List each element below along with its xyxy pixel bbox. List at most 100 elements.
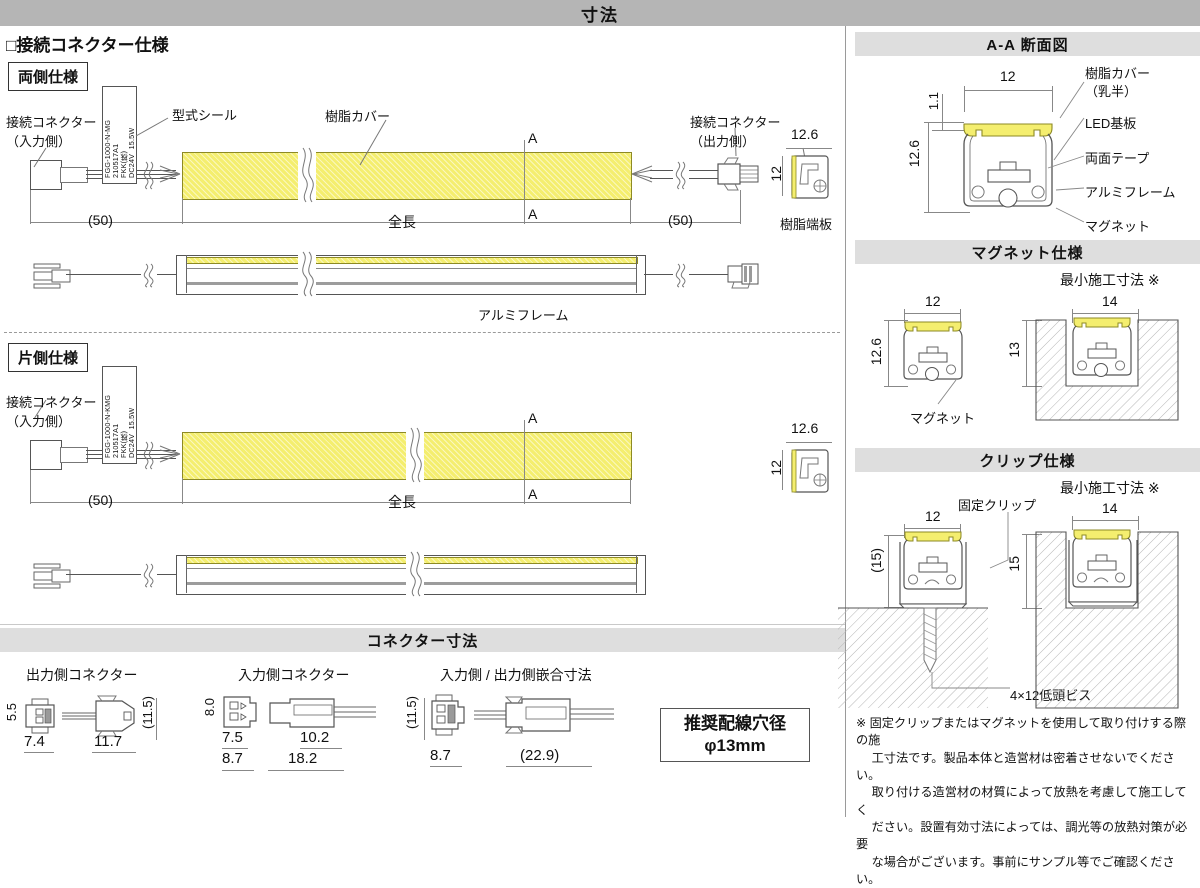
left-section-heading: □接続コネクター仕様	[6, 36, 169, 55]
callout-double-tape-aa: 両面テープ	[1085, 151, 1150, 166]
mated-connector-front-view	[431, 694, 465, 736]
cable-funnel-left	[159, 165, 181, 183]
side-connector-single	[33, 563, 71, 589]
connector-group-3-title: 入力側 / 出力側嵌合寸法	[440, 667, 592, 683]
dimline-lead-in-both	[30, 222, 182, 223]
clip-profile-surface	[838, 531, 988, 708]
recommended-hole-line2: φ13mm	[704, 736, 766, 755]
section-line-a-single	[524, 420, 525, 504]
dim-in-8-0: 8.0	[202, 698, 217, 717]
dim-aa-12-tick-r	[1052, 86, 1053, 112]
frame-cap-left-single	[186, 555, 187, 593]
dim-out-7-4: 7.4	[24, 733, 45, 750]
dim-out-11-5: (11.5)	[140, 696, 155, 729]
dim-aa-12-6: 12.6	[906, 140, 922, 168]
dimtick-lead-in-r	[182, 198, 183, 224]
dimtick-total-r-single	[630, 478, 631, 504]
dim-out-5-5: 5.5	[4, 703, 19, 722]
callout-alum-frame-aa: アルミフレーム	[1085, 185, 1176, 200]
input-connector-boot-single	[60, 447, 88, 463]
wire-break-left-single	[143, 441, 154, 470]
dim-clip-14-tick-l	[1072, 516, 1073, 530]
horizontal-divider-bottom-left	[0, 624, 845, 625]
label-connector-input-both: 接続コネクター （入力側）	[6, 115, 97, 149]
model-seal-single-text: FGG-1000-N-KMG 210517A1 FKK(株) DC24V 15.…	[103, 394, 137, 458]
dim-mate-22-9: (22.9)	[520, 747, 560, 764]
frame-cap-right-single	[636, 555, 637, 593]
dim-endplate-w-line-both	[786, 148, 832, 149]
label-resin-endplate-both: 樹脂端板	[780, 217, 833, 232]
page-title-bar: 寸法	[0, 0, 1200, 26]
input-connector-top	[30, 160, 62, 190]
dim-aa-1-1: 1.1	[926, 92, 941, 111]
label-model-seal-both: 型式シール	[172, 108, 238, 123]
badge-single-side: 片側仕様	[8, 343, 89, 372]
frame-break-both	[298, 251, 316, 297]
model-seal-both-text: FGG-1000-N-MG 210517A1 FKK(株) DC24V 15.5…	[103, 119, 137, 178]
aa-callout-leaders	[1047, 81, 1085, 223]
output-connector-side-view	[62, 695, 135, 737]
dim-clip-12-line	[904, 528, 960, 529]
side-lead-both	[66, 274, 176, 275]
dim-clip-15-tick-t	[884, 535, 908, 536]
connector-dimensions-title: コネクター寸法	[366, 632, 479, 650]
dim-endplate-width-both: 12.6	[791, 126, 819, 142]
panel-magnet-subtitle: 最小施工寸法 ※	[1060, 272, 1160, 288]
wire-break-right	[673, 161, 689, 190]
frame-cap-right-both	[636, 255, 637, 293]
callout-resin-cover-aa: 樹脂カバー （乳半）	[1085, 66, 1151, 99]
dim-aa-1-1-arrow	[932, 130, 964, 131]
dimline-total-both	[182, 222, 630, 223]
screw-callout-leader	[931, 672, 1010, 689]
dim-in-10-2-line	[300, 748, 342, 749]
label-resin-cover-both: 樹脂カバー	[325, 109, 391, 124]
dim-clip-12: 12	[925, 508, 941, 524]
cover-break-both	[298, 147, 316, 203]
cover-break-single	[406, 427, 424, 483]
section-mark-a-top-single: A	[528, 410, 538, 426]
input-connector-side-view	[269, 698, 376, 728]
dimline-lead-out-both	[630, 222, 740, 223]
badge-both-side: 両側仕様	[8, 62, 89, 91]
dim-mate-8-7-line	[430, 766, 462, 767]
dim-clip-15: 15	[1006, 556, 1022, 572]
dim-total-length-single: 全長	[388, 494, 416, 510]
dim-mate-11-5: (11.5)	[404, 696, 419, 729]
dim-mag-14-line	[1072, 313, 1138, 314]
magnet-profile-bare	[903, 321, 963, 381]
dim-mag-13-tick-b	[1022, 386, 1042, 387]
dim-aa-12-6-line	[928, 122, 929, 212]
section-mark-a-top-both: A	[528, 130, 538, 146]
dim-in-8-7-line	[222, 770, 254, 771]
side-lead-single	[66, 574, 176, 575]
dimtick-lead-in-l-single	[30, 470, 31, 504]
resin-endplate-single	[791, 449, 829, 493]
dimtick-total-r	[630, 198, 631, 224]
callout-led-board-aa: LED基板	[1085, 116, 1137, 131]
input-connector-boot	[60, 167, 88, 183]
dim-mag-14: 14	[1102, 293, 1118, 309]
section-mark-a-bottom-single: A	[528, 486, 538, 502]
connector-group-1-title: 出力側コネクター	[26, 667, 138, 683]
dim-endplate-h-line-both	[782, 156, 783, 196]
dim-in-18-2-line	[268, 770, 344, 771]
label-connector-output-both: 接続コネクター （出力側）	[690, 115, 781, 149]
model-seal-single	[102, 366, 137, 464]
connector-group-2-title: 入力側コネクター	[238, 667, 350, 683]
dim-clip-14-tick-r	[1138, 516, 1139, 530]
cover-edge-side-both	[186, 257, 638, 264]
wire-break-left	[143, 161, 154, 190]
dimline-total-single	[182, 502, 630, 503]
clip-recessed-assembly	[1035, 529, 1179, 709]
magnet-callout-leader	[937, 379, 957, 405]
output-connector-top	[717, 157, 759, 191]
dim-aa-12-6-tick-b	[924, 212, 970, 213]
cable-funnel-left-single	[159, 445, 181, 463]
dim-endplate-width-single: 12.6	[791, 420, 819, 436]
dim-out-11-5-line	[156, 698, 157, 740]
installation-footnote: ※ 固定クリップまたはマグネットを使用して取り付けする際の施 工寸法です。製品本…	[856, 716, 1188, 886]
panel-magnet-title: マグネット仕様	[971, 244, 1084, 262]
dim-mag-12-tick-r	[960, 309, 961, 323]
recommended-hole-box: 推奨配線穴径 φ13mm	[660, 708, 810, 762]
dim-mag-12: 12	[925, 293, 941, 309]
